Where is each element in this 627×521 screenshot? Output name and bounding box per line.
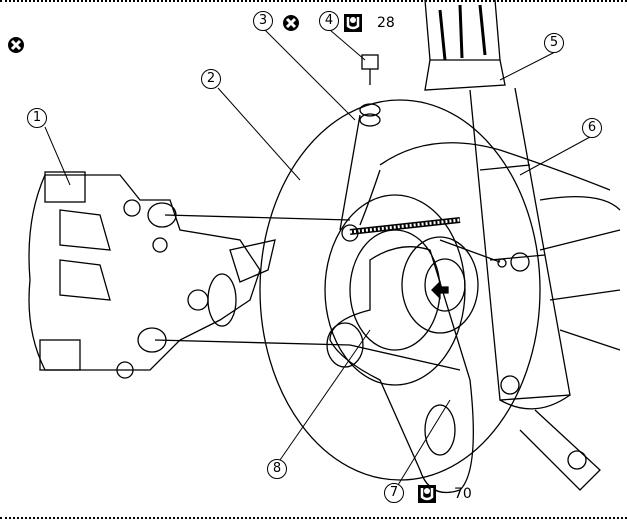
torque-wrench-icon [344, 14, 362, 32]
callout-1: 1 [27, 108, 47, 128]
alignment-lines [154, 114, 501, 371]
callout-7: 7 [384, 483, 404, 503]
wheel-hub [401, 236, 479, 334]
callout-2: 2 [201, 69, 221, 89]
dotted-border-top [0, 0, 627, 2]
brake-caliper [28, 171, 276, 379]
brake-disc [259, 99, 541, 481]
dotted-border-bottom [0, 517, 627, 519]
circle-cross-icon [283, 15, 299, 31]
brake-hose [341, 142, 611, 242]
callout-4: 4 [319, 11, 339, 31]
callout-6: 6 [582, 118, 602, 138]
leader-lines [44, 29, 591, 486]
bolts [359, 54, 530, 395]
callout-5: 5 [544, 33, 564, 53]
steering-knuckle [326, 196, 621, 494]
suspension-strut [424, 0, 601, 491]
circle-cross-icon [8, 37, 24, 53]
torque-value-item7: 70 [454, 486, 472, 502]
callout-3: 3 [253, 11, 273, 31]
callout-8: 8 [267, 459, 287, 479]
torque-value-item4: 28 [377, 15, 395, 31]
torque-wrench-icon [418, 485, 436, 503]
